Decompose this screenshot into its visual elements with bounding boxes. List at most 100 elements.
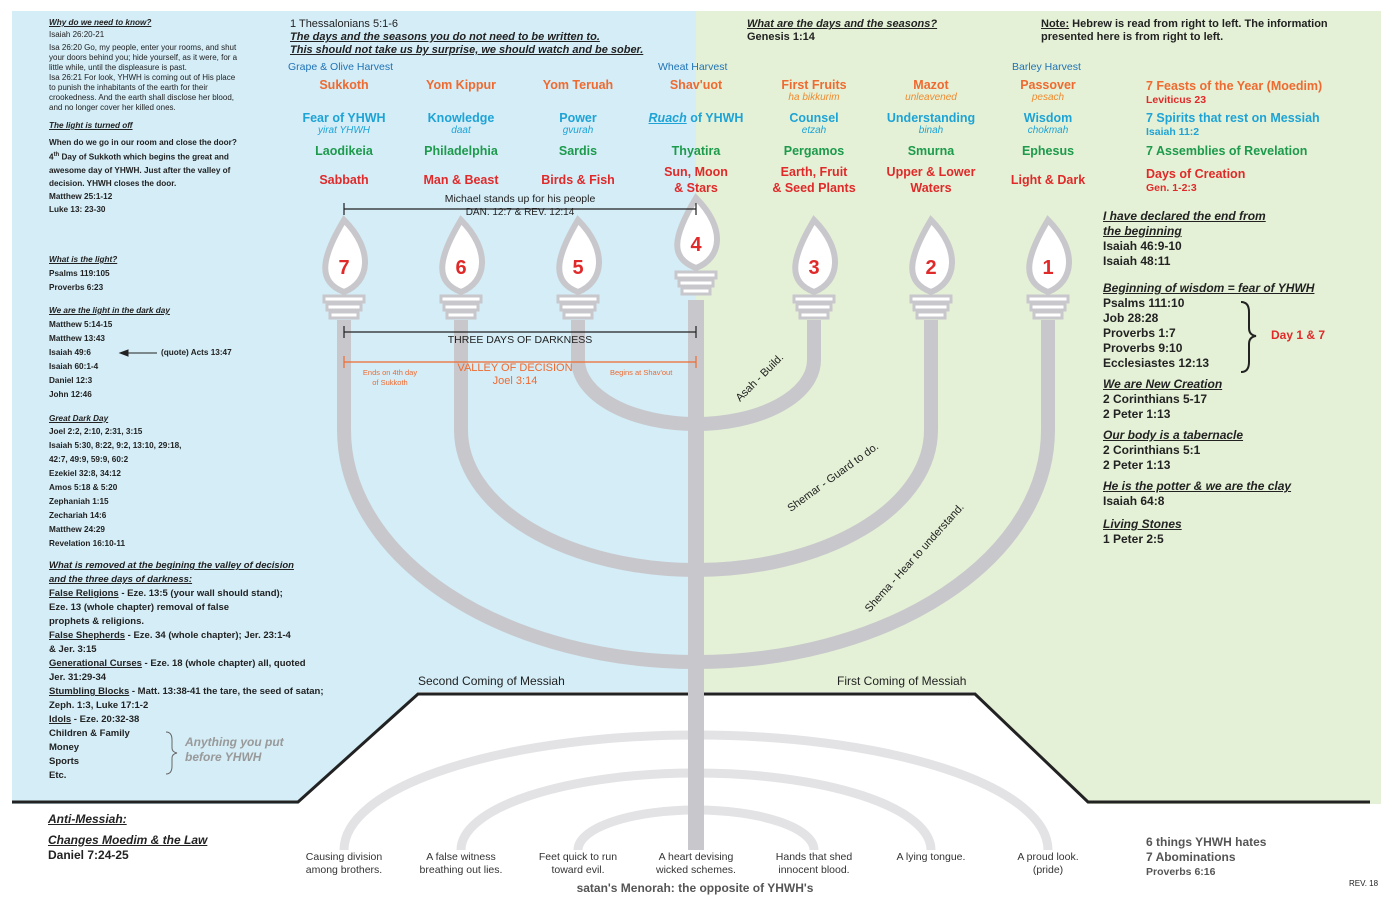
anti-title: Anti-Messiah: xyxy=(48,812,127,826)
declared-heading2: the beginning xyxy=(1103,224,1182,238)
tabernacle-heading: Our body is a tabernacle xyxy=(1103,428,1244,442)
lamp-number-7: 7 xyxy=(338,257,350,279)
declared-heading1: I have declared the end from xyxy=(1103,209,1266,223)
harvest-barley: Barley Harvest xyxy=(1012,61,1081,73)
spirit-3: Counsel xyxy=(789,111,839,125)
scripture-ref: Amos 5:18 & 5:20 xyxy=(49,483,118,492)
satan-item-line: wicked schemes. xyxy=(656,864,736,876)
anti-sub: Changes Moedim & the Law xyxy=(48,833,208,847)
row-feasts-title: 7 Feasts of the Year (Moedim) xyxy=(1146,79,1323,93)
valley-block: VALLEY OF DECISION Joel 3:14 xyxy=(430,362,600,388)
potter-heading: He is the potter & we are the clay xyxy=(1103,479,1292,493)
removed-item: False Shepherds - Eze. 34 (whole chapter… xyxy=(49,629,324,643)
satan-item-line: toward evil. xyxy=(551,864,605,876)
green-panel xyxy=(696,11,1381,804)
quote-arrow xyxy=(118,349,157,357)
removed-item-title: False Religions xyxy=(49,588,119,599)
spirit-7: Fear of YHWH xyxy=(302,111,386,125)
idol-item: Money xyxy=(49,742,80,753)
lamp-4 xyxy=(674,193,720,296)
rev-label: REV. 18 xyxy=(1349,879,1379,888)
when-line: Matthew 25:1-12 xyxy=(49,191,113,201)
satan-item-line: Hands that shed xyxy=(775,851,853,863)
feast-5: Yom Teruah xyxy=(542,78,614,92)
day4-line: 4th Day of Sukkoth which begins the grea… xyxy=(49,149,237,164)
scripture-ref: Daniel 12:3 xyxy=(49,376,93,385)
satan-caption: satan's Menorah: the opposite of YHWH's xyxy=(576,881,814,895)
dark-day-block: Great Dark Day Joel 2:2, 2:10, 2:31, 3:1… xyxy=(49,414,181,551)
row-label-feasts: 7 Feasts of the Year (Moedim) Leviticus … xyxy=(1146,78,1322,106)
removed-item-text: Eze. 13 (whole chapter) removal of false xyxy=(49,602,230,613)
right-brace xyxy=(1240,301,1257,373)
hates-line3: Proverbs 6:16 xyxy=(1146,866,1216,878)
scripture-ref: 1 Peter 2:5 xyxy=(1103,532,1164,546)
satan-item-line: among brothers. xyxy=(305,864,383,876)
scripture-ref: Psalms 119:105 xyxy=(49,269,110,278)
lamp-number-4: 4 xyxy=(690,234,702,256)
feast-sub-1: pesach xyxy=(1031,92,1065,103)
assembly-2: Smurna xyxy=(907,144,955,158)
thess-line2: This should not take us by surprise, we … xyxy=(290,44,644,56)
arm-label-asah: Asah - Build. xyxy=(734,352,787,405)
days-seasons-question: What are the days and the seasons? xyxy=(747,18,938,30)
removed-item: Jer. 31:29-34 xyxy=(49,671,324,685)
removed-item: Zeph. 1:3, Luke 17:1-2 xyxy=(49,699,324,713)
lamp-2 xyxy=(909,215,955,320)
removed-block: What is removed at the begining the vall… xyxy=(49,559,324,783)
removed-list: False Religions - Eze. 13:5 (your wall s… xyxy=(49,587,324,727)
hates-block: 6 things YHWH hates 7 Abominations Prove… xyxy=(1146,835,1266,880)
idol-item: Sports xyxy=(49,756,80,767)
second-coming-label: Second Coming of Messiah xyxy=(418,674,565,688)
valley-ends1: Ends on 4th day xyxy=(362,368,418,377)
day4-text: Day of Sukkoth which begins the great an… xyxy=(59,152,229,162)
when-line: awesome day of YHWH. Just after the vall… xyxy=(49,165,231,175)
removed-item-text: - Eze. 18 (whole chapter) all, quoted xyxy=(141,658,306,669)
note-text2: presented here is from right to left. xyxy=(1041,31,1224,43)
scripture-ref: 2 Peter 1:13 xyxy=(1103,458,1171,472)
isa-ref: Isaiah 26:20-21 xyxy=(49,30,105,39)
right-sidebar: I have declared the end from the beginni… xyxy=(1103,209,1314,547)
scripture-ref: Matthew 24:29 xyxy=(49,525,105,534)
valley-title: VALLEY OF DECISION xyxy=(457,362,573,374)
isa-line: your doors behind you; hide yourself, as… xyxy=(49,53,238,62)
valley-marker xyxy=(343,356,697,368)
valley-ends2: of Sukkoth xyxy=(372,378,408,387)
satan-item-line: A false witness xyxy=(426,851,496,863)
removed-heading1: What is removed at the begining the vall… xyxy=(49,560,294,571)
scripture-ref: Psalms 111:10 xyxy=(1103,296,1185,310)
why-heading: Why do we need to know? xyxy=(49,18,152,27)
scripture-ref: Zechariah 14:6 xyxy=(49,511,107,520)
dark-day-heading: Great Dark Day xyxy=(49,414,109,423)
first-coming-label: First Coming of Messiah xyxy=(837,674,967,688)
row-creation-title: Days of Creation xyxy=(1146,167,1246,181)
note-label: Note: xyxy=(1041,18,1070,30)
creation-4: Sun, Moon xyxy=(664,165,728,179)
when-line: Luke 13: 23-30 xyxy=(49,204,106,214)
removed-heading2: and the three days of darkness: xyxy=(49,574,193,585)
lamp-number-3: 3 xyxy=(808,257,820,279)
what-light-heading: What is the light? xyxy=(49,255,118,264)
spirit-sub-3: etzah xyxy=(801,125,827,136)
new-creation-heading: We are New Creation xyxy=(1103,377,1223,391)
removed-item-text: Jer. 31:29-34 xyxy=(49,672,107,683)
days-seasons-block: What are the days and the seasons? Genes… xyxy=(747,18,937,44)
day4-num: 4 xyxy=(49,152,54,162)
stones-heading: Living Stones xyxy=(1103,517,1182,531)
removed-item: & Jer. 3:15 xyxy=(49,643,324,657)
lamp-6 xyxy=(439,215,485,320)
lamp-number-1: 1 xyxy=(1042,257,1054,279)
lamp-number-6: 6 xyxy=(455,257,467,279)
isa-line: Isa 26:21 For look, YHWH is coming out o… xyxy=(49,73,236,82)
note-text1: Hebrew is read from right to left. The i… xyxy=(1069,18,1328,30)
scripture-ref: Matthew 13:43 xyxy=(49,334,105,343)
day-1-7-label: Day 1 & 7 xyxy=(1271,328,1326,342)
spirit-sub-1: chokmah xyxy=(1027,125,1069,136)
scripture-ref: Proverbs 6:23 xyxy=(49,283,104,292)
